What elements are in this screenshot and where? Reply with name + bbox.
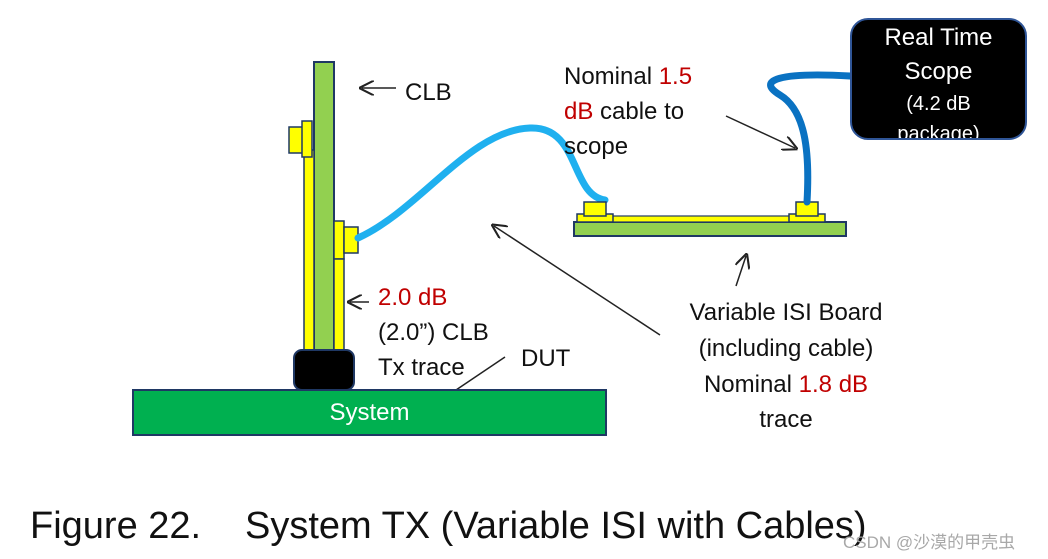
isi-board-line-3: Nominal 1.8 dB	[676, 369, 896, 401]
isi-to-scope-cable	[767, 71, 854, 206]
isi-board-line-4: trace	[759, 406, 813, 433]
clb-label: CLB	[405, 79, 452, 106]
clb-to-isi-cable	[354, 124, 609, 242]
watermark: CSDN @沙漠的甲壳虫	[843, 533, 1016, 552]
clb-trace-value: 2.0 dB	[378, 284, 448, 311]
scope-line-3: (4.2 dB	[906, 93, 971, 115]
cable-note-value: 1.5	[658, 63, 693, 90]
clb-board	[313, 61, 335, 355]
scope-line-1: Real Time	[884, 24, 993, 51]
cable-note-line-3: scope	[564, 133, 629, 160]
dut-pointer-line	[455, 356, 506, 391]
isi-board-prefix: Nominal	[703, 371, 799, 398]
dut-label: DUT	[521, 345, 571, 372]
dut-chip	[293, 349, 355, 391]
cable-note-unit: dB	[564, 98, 594, 125]
cable-note-line-2: dB cable to	[564, 96, 684, 128]
clb-tx-trace	[303, 149, 315, 355]
isi-left-connector	[583, 201, 607, 217]
clb-right-trace	[333, 258, 345, 355]
cable-note-suffix: cable to	[593, 98, 685, 125]
isi-board	[573, 221, 847, 237]
cable-note-prefix: Nominal	[564, 63, 659, 90]
real-time-scope: Real Time Scope (4.2 dB package)	[850, 18, 1027, 140]
system-board: System	[132, 389, 607, 436]
isi-board-arrow	[736, 256, 746, 287]
figure-number: Figure 22.	[30, 505, 202, 547]
isi-trace	[604, 215, 796, 223]
isi-cable-arrow	[494, 226, 661, 336]
cable-note-line-1: Nominal 1.5	[564, 61, 692, 93]
clb-trace-line-3: Tx trace	[378, 354, 465, 381]
scope-line-4: package)	[897, 123, 980, 140]
figure-title: System TX (Variable ISI with Cables)	[245, 505, 867, 547]
isi-board-line-1: Variable ISI Board	[689, 299, 883, 326]
clb-top-connector-base	[301, 120, 313, 158]
figure-caption: Figure 22. System TX (Variable ISI with C…	[30, 500, 867, 552]
isi-board-value: 1.8 dB	[798, 371, 869, 398]
scope-line-2: Scope	[904, 58, 973, 85]
cable-note-arrow	[725, 115, 795, 148]
clb-trace-line-2: (2.0”) CLB	[378, 319, 489, 346]
clb-right-connector-base	[333, 220, 345, 260]
isi-board-line-2: (including cable)	[698, 335, 874, 362]
